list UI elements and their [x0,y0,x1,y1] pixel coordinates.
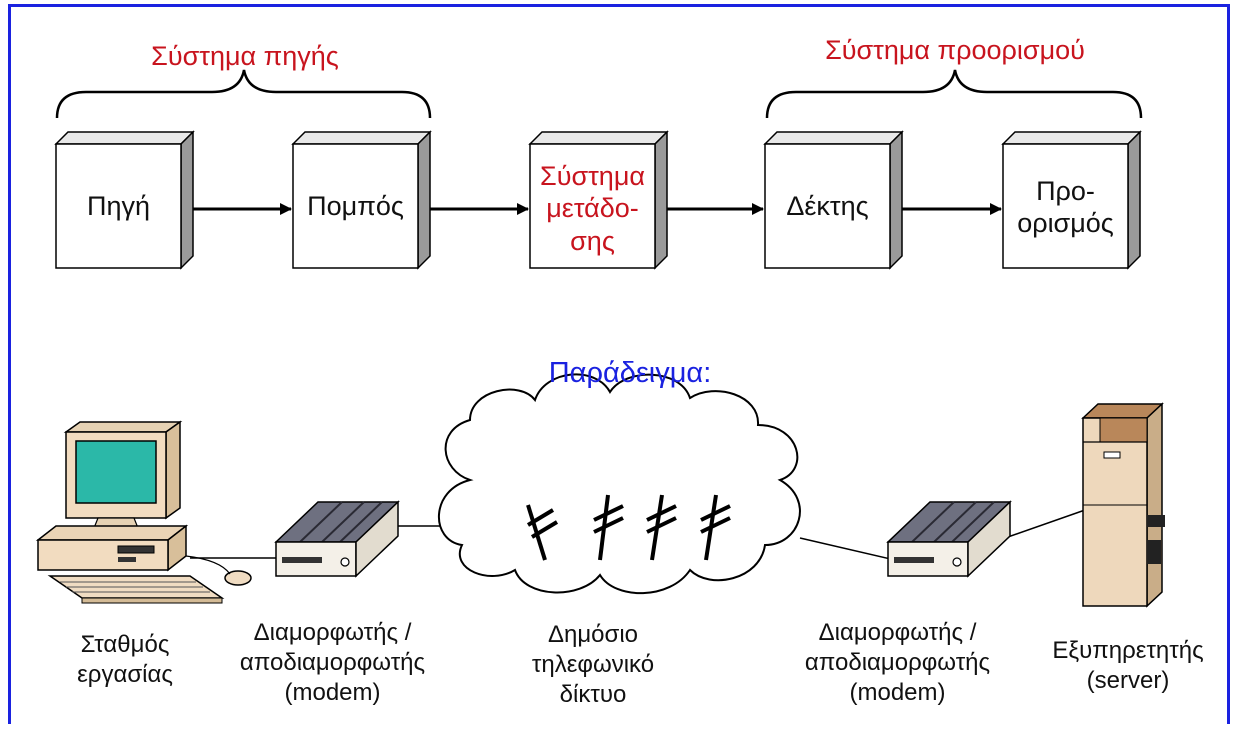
caption-modem-left: Διαμορφωτής / αποδιαμορφωτής (modem) [239,619,426,706]
block-label-source: Πηγή [86,191,151,221]
destination-system-brace [765,69,1143,119]
source-system-brace [55,69,432,119]
caption-network: Δημόσιο τηλεφωνικό δίκτυο [531,621,655,708]
cable-network-to-modem [799,537,896,561]
server-icon [1081,402,1165,608]
modem-icon [886,500,1012,578]
caption-server: Εξυπηρετητής (server) [1052,637,1204,694]
caption-modem-right: Διαμορφωτής / αποδιαμορφωτής (modem) [804,619,991,706]
source-system-label: Σύστημα πηγής [151,41,339,71]
modem-icon [274,500,400,578]
cloud-icon [438,373,801,595]
workstation-icon [35,420,252,604]
block-transmitter [291,130,432,270]
example-title: Παράδειγμα: [548,357,712,389]
block-destination [1001,130,1142,270]
destination-system-label: Σύστημα προορισμού [825,35,1085,65]
block-channel [528,130,669,270]
telephone-pole-icon [526,494,731,561]
block-source [54,130,195,270]
block-label-receiver: Δέκτης [786,191,869,221]
block-receiver [763,130,904,270]
block-label-destination: Προ- ορισμός [1017,176,1114,239]
caption-workstation: Σταθμός εργασίας [77,631,173,688]
cable-modem-to-server [1004,509,1086,539]
diagram-frame [8,4,1230,724]
block-label-channel: Σύστημα μετάδο- σης [540,161,645,256]
block-label-transmitter: Πομπός [307,191,404,221]
